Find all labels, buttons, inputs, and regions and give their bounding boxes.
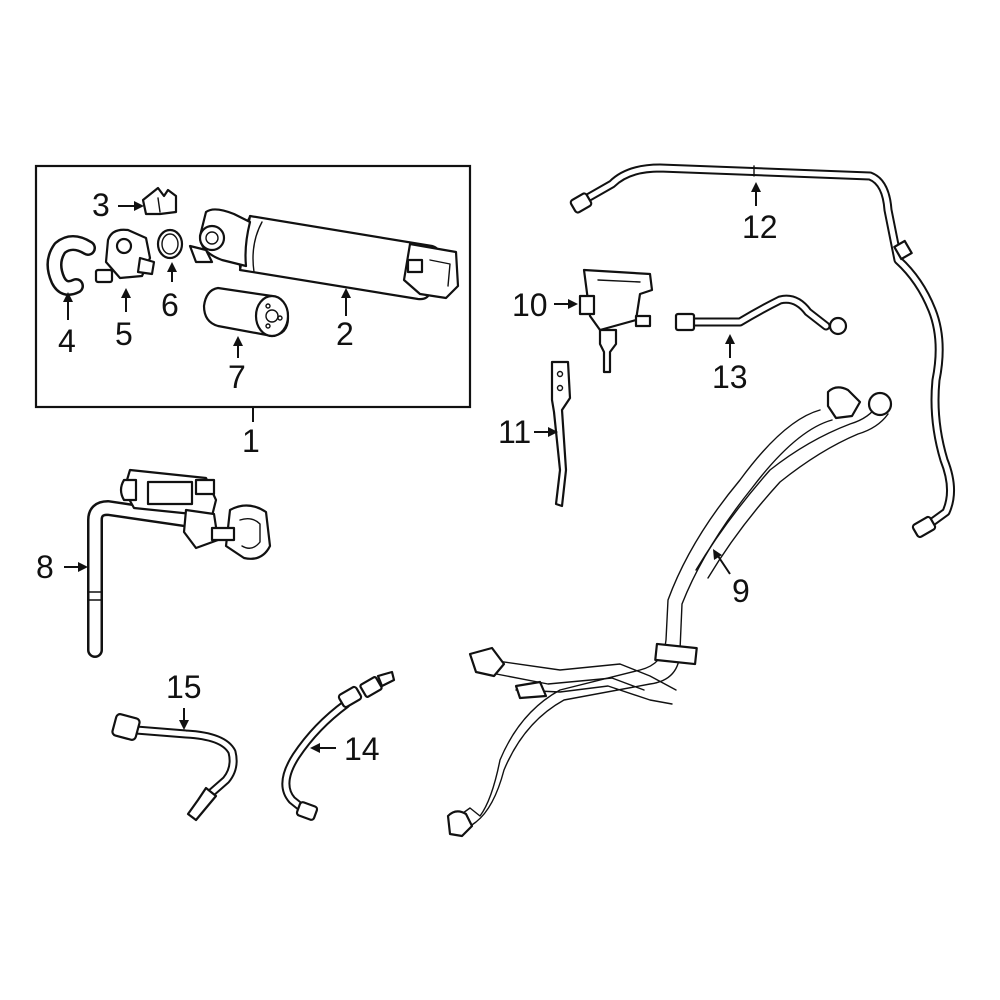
fuel-line-bundle (446, 386, 893, 838)
callout-10: 10 (512, 287, 548, 323)
callout-14: 14 (344, 731, 380, 767)
oxygen-sensor-upstream (111, 713, 238, 822)
oxygen-sensor-downstream (281, 670, 396, 821)
canister-valve (94, 228, 156, 284)
callout-13: 13 (712, 359, 748, 395)
callout-7: 7 (228, 359, 246, 395)
callout-3: 3 (92, 187, 110, 223)
callout-9: 9 (732, 573, 750, 609)
callout-2: 2 (336, 316, 354, 352)
harness-line-long (569, 163, 955, 539)
callout-12: 12 (742, 209, 778, 245)
vapor-tube-with-valve (87, 468, 272, 658)
callout-1: 1 (242, 423, 260, 459)
bracket (550, 360, 572, 508)
callout-8: 8 (36, 549, 54, 585)
clip (141, 186, 178, 216)
callout-5: 5 (115, 316, 133, 352)
harness-line-short (674, 294, 848, 336)
purge-valve (578, 268, 654, 374)
hose (46, 235, 96, 296)
leader-arrows (63, 182, 761, 753)
callout-4: 4 (58, 323, 76, 359)
callout-6: 6 (161, 287, 179, 323)
charcoal-canister (188, 208, 460, 301)
filter (202, 286, 290, 338)
o-ring (156, 228, 184, 260)
callout-11: 11 (498, 414, 531, 450)
callout-15: 15 (166, 669, 202, 705)
